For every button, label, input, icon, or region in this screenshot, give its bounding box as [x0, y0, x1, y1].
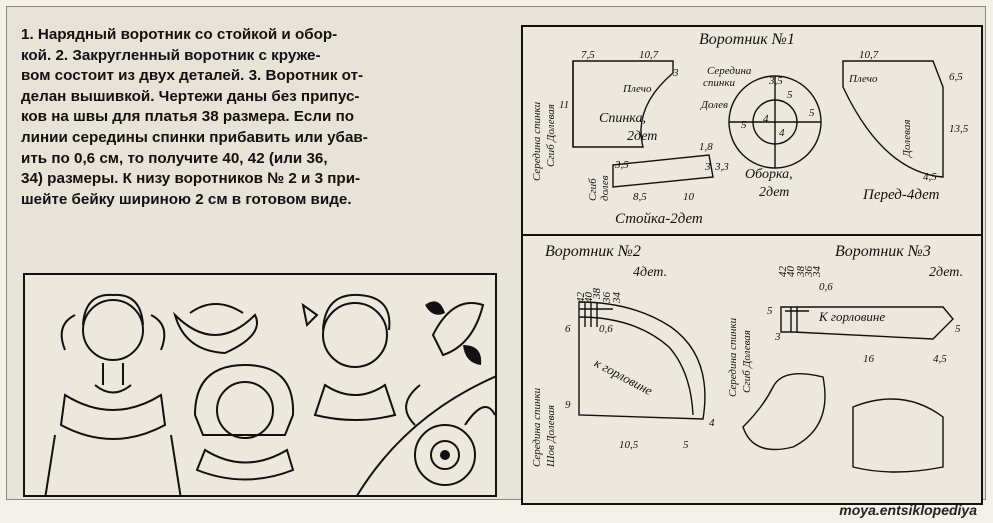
collar1-n-3-5b: 3,5 [615, 159, 629, 171]
collar1-n-3-5: 3,5 [769, 75, 783, 87]
collar1-stoika-side2: долев [599, 175, 611, 201]
collar3-side-label2: Сгиб Долевая [741, 330, 753, 393]
text-line: ить по 0,6 см, то получите 40, 42 (или 3… [21, 149, 328, 167]
text-line: шейте бейку шириною 2 см в готовом виде. [21, 190, 352, 208]
text-line: кой. 2. Закругленный воротник с круже- [21, 46, 321, 64]
collar1-spinka-count: 2дет [627, 129, 658, 144]
collar1-n-5a: 5 [787, 89, 793, 101]
panel-divider [523, 234, 981, 236]
collar1-n-7-5: 7,5 [581, 49, 595, 61]
collar2-n-9: 9 [565, 399, 571, 411]
collar1-n-3: 3 [673, 67, 679, 79]
collar1-dolevaya: Долевая [901, 119, 913, 158]
collar3-k-gorlovine: К горловине [819, 309, 886, 324]
collar3-n-0-6: 0,6 [819, 281, 833, 293]
text-line: 1. Нарядный воротник со стойкой и обор- [21, 26, 338, 43]
collar1-side-label2: Сгиб Долевая [545, 104, 557, 167]
text-line: линии середины спинки прибавить или убав… [21, 128, 368, 146]
collar1-plecho-left: Плечо [623, 83, 652, 95]
collar1-seredina: Середина [707, 65, 752, 77]
collar1-n-11: 11 [559, 99, 570, 111]
collar1-n-10-7a: 10,7 [639, 49, 659, 61]
collar2-n-6: 6 [565, 323, 571, 335]
collar1-plecho-right: Плечо [849, 73, 878, 85]
collar3-title: Воротник №3 [835, 243, 931, 260]
patterns-panel: Воротник №1 Середина спинки Сгиб Долевая… [521, 25, 983, 505]
collars-illustration [23, 273, 497, 497]
text-line: 34) размеры. К низу воротников № 2 и 3 п… [21, 170, 361, 188]
collar2-tick-34: 34 [611, 292, 623, 303]
collar1-n-6-5: 6,5 [949, 71, 963, 83]
collar2-side-label: Середина спинки [531, 387, 543, 467]
collar3-n-4-5: 4,5 [933, 353, 947, 365]
collar1-n-5c: 5 [809, 107, 815, 119]
collar1-n-4-5: 4,5 [923, 171, 937, 183]
collar2-n-10-5: 10,5 [619, 439, 639, 451]
text-line: вом состоит из двух деталей. 3. Воротник… [21, 67, 364, 85]
collar1-spinka: Спинка, [599, 111, 646, 126]
collar3-count: 2дет. [929, 265, 964, 280]
collar1-n-13-5: 13,5 [949, 123, 969, 135]
text-line: делан вышивкой. Чертежи даны без припус- [21, 87, 360, 105]
collar2-side-label2: Шов Долевая [545, 405, 557, 467]
collar1-title: Воротник №1 [699, 31, 795, 48]
collar1-n-4a: 4 [763, 113, 769, 125]
collar3-side-label: Середина спинки [727, 317, 739, 397]
instructions-text: 1. Нарядный воротник со стойкой и обор- … [21, 25, 509, 210]
collar1-n-10-7b: 10,7 [859, 49, 879, 61]
collar1-dolev: Долев [701, 99, 728, 111]
collar3-n-5a: 5 [767, 305, 773, 317]
collar1-stoika-side: Сгиб [587, 178, 599, 201]
collar1-n-4b: 4 [779, 127, 785, 139]
collar1-side-label: Середина спинки [531, 101, 543, 181]
text-line: ков на швы для платья 38 размера. Если п… [21, 108, 355, 126]
page-frame: 1. Нарядный воротник со стойкой и обор- … [6, 6, 986, 505]
collar1-pered: Перед-4дет [863, 187, 940, 203]
collar1-oborka-count: 2дет [759, 185, 790, 200]
collar2-n-4: 4 [709, 417, 715, 429]
collar1-n-3-3: 3 [705, 161, 711, 173]
collar1-seredina2: спинки [703, 77, 735, 89]
collar1-n-1-8: 1,8 [699, 141, 713, 153]
collar1-n-10: 10 [683, 191, 694, 203]
collar2-n-0-6: 0,6 [599, 323, 613, 335]
collar3-n-3: 3 [775, 331, 781, 343]
collar1-n-8-5: 8,5 [633, 191, 647, 203]
girls-drawing [44, 293, 495, 495]
collar1-n-3-3b: 3,3 [715, 161, 729, 173]
collar3-n-5b: 5 [955, 323, 961, 335]
collar1-oborka: Оборка, [745, 167, 793, 182]
collar2-n-5: 5 [683, 439, 689, 451]
collar1-stoika: Стойка-2дет [615, 211, 703, 227]
pattern-lines [572, 60, 954, 473]
watermark: moya.entsiklopediya [839, 502, 977, 518]
collar3-tick-34: 34 [811, 266, 823, 277]
collar3-n-16: 16 [863, 353, 874, 365]
collar2-count: 4дет. [633, 265, 668, 280]
collar1-n-5b: 5 [741, 119, 747, 131]
collar2-title: Воротник №2 [545, 243, 641, 260]
